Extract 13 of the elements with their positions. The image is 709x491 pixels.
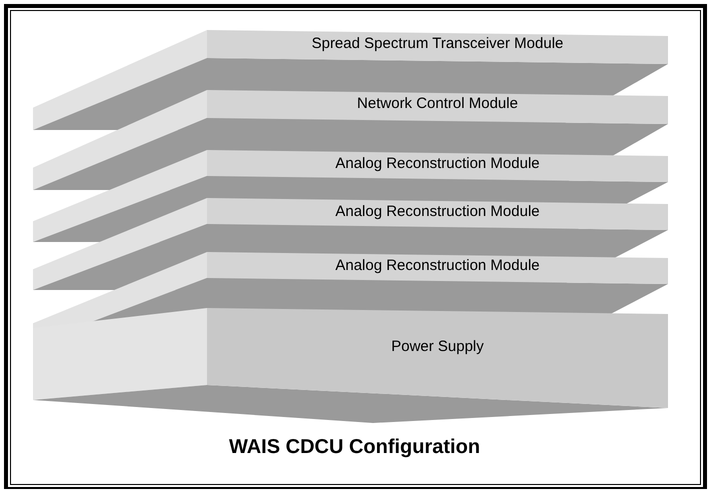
module-slab xyxy=(207,90,668,124)
module-label: Spread Spectrum Transceiver Module xyxy=(310,35,564,52)
module-slab xyxy=(207,198,668,230)
power-supply-block xyxy=(207,308,668,408)
module-label: Analog Reconstruction Module xyxy=(334,155,541,172)
module-label: Analog Reconstruction Module xyxy=(334,257,541,274)
module-label: Network Control Module xyxy=(356,95,519,112)
module-slab xyxy=(207,30,668,64)
module-label: Power Supply xyxy=(390,338,485,355)
module-slab xyxy=(207,150,668,182)
module-label: Analog Reconstruction Module xyxy=(334,203,541,220)
module-slab xyxy=(207,252,668,284)
diagram-title: WAIS CDCU Configuration xyxy=(228,436,482,459)
